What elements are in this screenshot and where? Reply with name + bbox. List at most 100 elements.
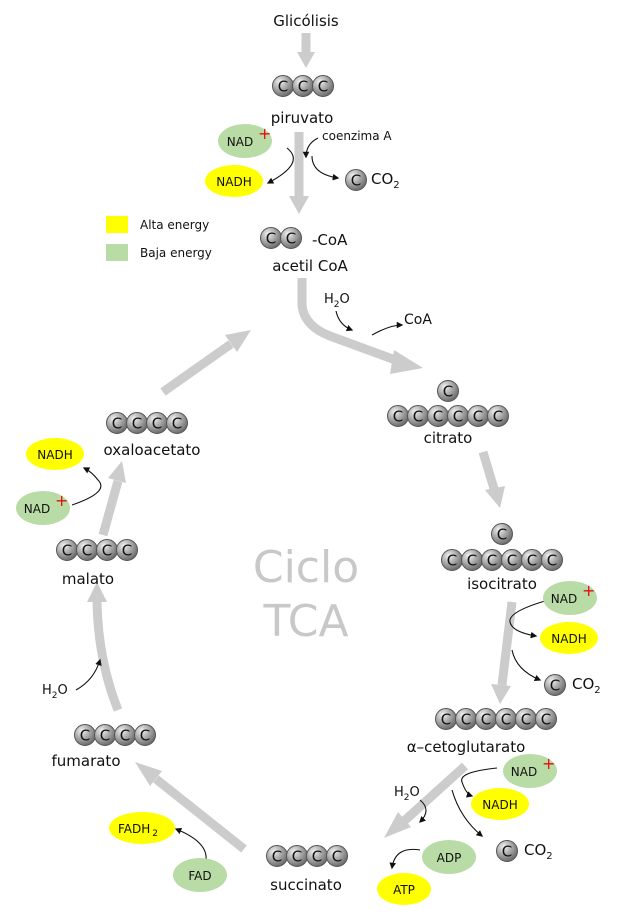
svg-text:C: C — [278, 78, 288, 96]
co2-label-1: CO2 — [371, 170, 400, 191]
malate-label: malato — [62, 570, 114, 588]
svg-text:C: C — [527, 552, 537, 570]
svg-text:ADP: ADP — [437, 851, 462, 865]
side-arrow-h2o-2 — [419, 799, 427, 823]
citrate-carbon-branch: C — [437, 380, 459, 402]
svg-text:C: C — [172, 415, 182, 433]
fumarate-carbon-3: C — [114, 724, 136, 746]
ketoglutarate-carbon-2: C — [455, 708, 477, 730]
pyruvate-carbon-3: C — [312, 75, 334, 97]
nad-plus-1: + — [258, 124, 271, 143]
svg-text:NADH: NADH — [216, 175, 251, 189]
fumarate-label: fumarato — [51, 752, 120, 770]
svg-text:CO2: CO2 — [572, 675, 601, 696]
succinate-carbon-1: C — [266, 845, 288, 867]
svg-text:NADH: NADH — [551, 632, 586, 646]
atp-oval: ATP — [377, 873, 431, 905]
isocitrate-label: isocitrato — [467, 575, 537, 593]
ketoglutarate-carbon-5: C — [515, 708, 537, 730]
fumarate-carbon-1: C — [74, 724, 96, 746]
fumarate-carbon-4: C — [134, 724, 156, 746]
arrowhead-citrate — [390, 350, 423, 374]
co2-carbon-3: C — [496, 840, 518, 862]
succinate-carbon-4: C — [326, 845, 348, 867]
isocitrate-carbon-6: C — [541, 549, 563, 571]
citrate-carbon-1: C — [387, 405, 409, 427]
ketoglutarate-carbon-6: C — [535, 708, 557, 730]
acetyl-label: acetil CoA — [272, 257, 348, 275]
svg-text:C: C — [453, 408, 463, 426]
succinate-label: succinato — [270, 876, 342, 894]
svg-text:C: C — [501, 711, 511, 729]
svg-text:C: C — [473, 408, 483, 426]
oxaloacetate-carbon-1: C — [106, 412, 128, 434]
malate-carbon-2: C — [76, 539, 98, 561]
nadh-oval-1: NADH — [205, 165, 263, 197]
acetyl-suffix-label: -CoA — [312, 231, 348, 249]
oxaloacetate-carbon-2: C — [126, 412, 148, 434]
svg-text:C: C — [80, 727, 90, 745]
svg-text:FAD: FAD — [188, 869, 211, 883]
svg-text:C: C — [447, 552, 457, 570]
svg-text:C: C — [132, 415, 142, 433]
ketoglutarate-carbon-4: C — [495, 708, 517, 730]
svg-text:C: C — [312, 848, 322, 866]
arrow-keto-succinate — [399, 762, 469, 826]
arrowhead-isocitrate — [485, 486, 505, 508]
svg-text:C: C — [351, 172, 361, 190]
svg-text:C: C — [541, 711, 551, 729]
ketoglutarate-carbon-1: C — [435, 708, 457, 730]
svg-text:C: C — [112, 415, 122, 433]
ketoglutarate-carbon-3: C — [475, 708, 497, 730]
legend: Alta energy Baja energy — [106, 216, 212, 261]
ketoglutarate-label: α–cetoglutarato — [407, 738, 526, 756]
legend-label-high: Alta energy — [140, 218, 209, 232]
svg-text:C: C — [443, 383, 453, 401]
arrowhead-glycolysis — [297, 52, 315, 68]
svg-text:C: C — [318, 78, 328, 96]
co2-label-3: CO2 — [524, 841, 553, 862]
nad-oval-3: NAD + — [503, 754, 557, 788]
pyruvate-label: piruvato — [271, 109, 334, 127]
flow-arrowheads — [87, 52, 511, 838]
citrate-carbon-4: C — [447, 405, 469, 427]
co2-carbon-2: C — [544, 674, 566, 696]
svg-text:ATP: ATP — [393, 883, 415, 897]
coenzyme-a-label: coenzima A — [322, 129, 392, 143]
nadh-oval-3: NADH — [471, 788, 529, 820]
legend-label-low: Baja energy — [140, 246, 212, 260]
svg-text:C: C — [502, 843, 512, 861]
center-title-line1: Ciclo — [253, 542, 359, 593]
svg-text:NADH: NADH — [482, 798, 517, 812]
arrow-fumarate-malate — [92, 600, 123, 712]
acetyl-carbon-2: C — [280, 227, 302, 249]
side-arrow-coa-out — [371, 321, 404, 336]
fad-oval: FAD — [173, 858, 227, 892]
arrow-oxalo-top — [160, 340, 234, 396]
arrow-malate-oxalo — [98, 479, 123, 537]
side-arrow-nad-nadh-4 — [71, 467, 102, 506]
arrowhead-fumarate — [135, 762, 162, 786]
arrow-acetyl-citrate — [297, 278, 400, 366]
svg-text:NAD: NAD — [227, 135, 253, 149]
co2-label-2: CO2 — [572, 675, 601, 696]
side-arrow-nad-nadh-2 — [509, 600, 546, 639]
svg-text:C: C — [550, 677, 560, 695]
glycolysis-label: Glicólisis — [273, 12, 339, 30]
side-arrow-h2o-3 — [75, 658, 102, 691]
arrowhead-malate — [87, 582, 107, 602]
svg-text:C: C — [272, 848, 282, 866]
oxaloacetate-label: oxaloacetato — [104, 441, 201, 459]
svg-text:C: C — [100, 727, 110, 745]
arrowhead-top — [225, 330, 251, 352]
svg-text:H2O: H2O — [42, 683, 68, 701]
svg-text:CO2: CO2 — [371, 170, 400, 191]
side-arrow-nad-nadh-3 — [461, 767, 498, 798]
svg-text:C: C — [266, 230, 276, 248]
fumarate-carbon-2: C — [94, 724, 116, 746]
svg-text:C: C — [298, 78, 308, 96]
side-arrow-nad-nadh-1 — [266, 147, 294, 184]
